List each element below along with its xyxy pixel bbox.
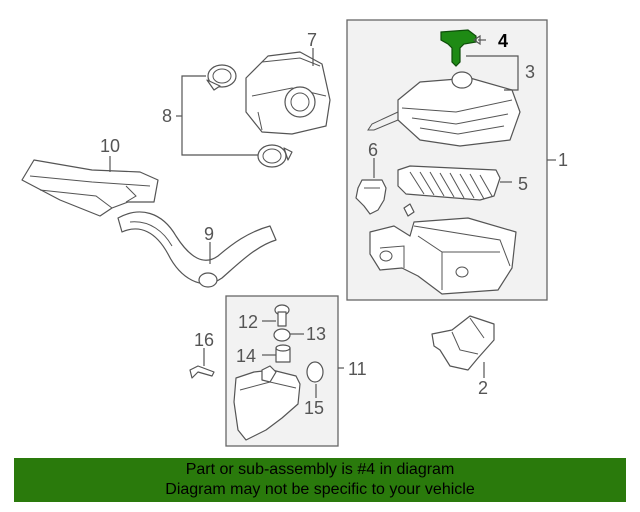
- part-6-sensor[interactable]: [355, 179, 415, 217]
- label-10: 10: [100, 136, 120, 156]
- part-13-grommet[interactable]: [273, 328, 291, 342]
- label-8: 8: [162, 106, 172, 126]
- label-16: 16: [194, 330, 214, 350]
- label-15: 15: [304, 398, 324, 418]
- part-15-cap[interactable]: [306, 361, 324, 383]
- label-9: 9: [204, 224, 214, 244]
- part-7-intake-housing[interactable]: [245, 51, 331, 135]
- label-5: 5: [518, 174, 528, 194]
- label-2: 2: [478, 378, 488, 398]
- label-12: 12: [238, 312, 258, 332]
- label-6: 6: [368, 140, 378, 160]
- part-3-air-cleaner-cover[interactable]: [367, 71, 521, 147]
- part-4-airflow-sensor[interactable]: [440, 29, 477, 67]
- label-11: 11: [348, 359, 367, 379]
- info-banner: Part or sub-assembly is #4 in diagram Di…: [14, 458, 626, 502]
- label-14: 14: [236, 346, 256, 366]
- label-7: 7: [307, 30, 317, 50]
- part-16-bolt[interactable]: [189, 365, 215, 379]
- label-4: 4: [498, 31, 508, 51]
- label-13: 13: [306, 324, 326, 344]
- air-cleaner-case[interactable]: [369, 217, 517, 295]
- part-11-resonator[interactable]: [233, 365, 301, 441]
- part-14-cap[interactable]: [275, 344, 291, 363]
- part-2-bracket[interactable]: [431, 315, 495, 371]
- part-8-hose-clamps[interactable]: [206, 64, 293, 168]
- part-12-bolt[interactable]: [274, 304, 290, 327]
- part-5-air-filter-element[interactable]: [397, 165, 501, 201]
- part-9-intake-hose[interactable]: [117, 211, 277, 288]
- banner-line-2: Diagram may not be specific to your vehi…: [165, 481, 475, 498]
- label-3: 3: [525, 62, 535, 82]
- parts-diagram: 1 2 3 4 5 6 7 8 9 10 11 12 13 14 15 16: [21, 19, 568, 447]
- label-1: 1: [558, 150, 568, 170]
- banner-line-1: Part or sub-assembly is #4 in diagram: [185, 461, 455, 478]
- part-10-air-duct[interactable]: [21, 159, 159, 217]
